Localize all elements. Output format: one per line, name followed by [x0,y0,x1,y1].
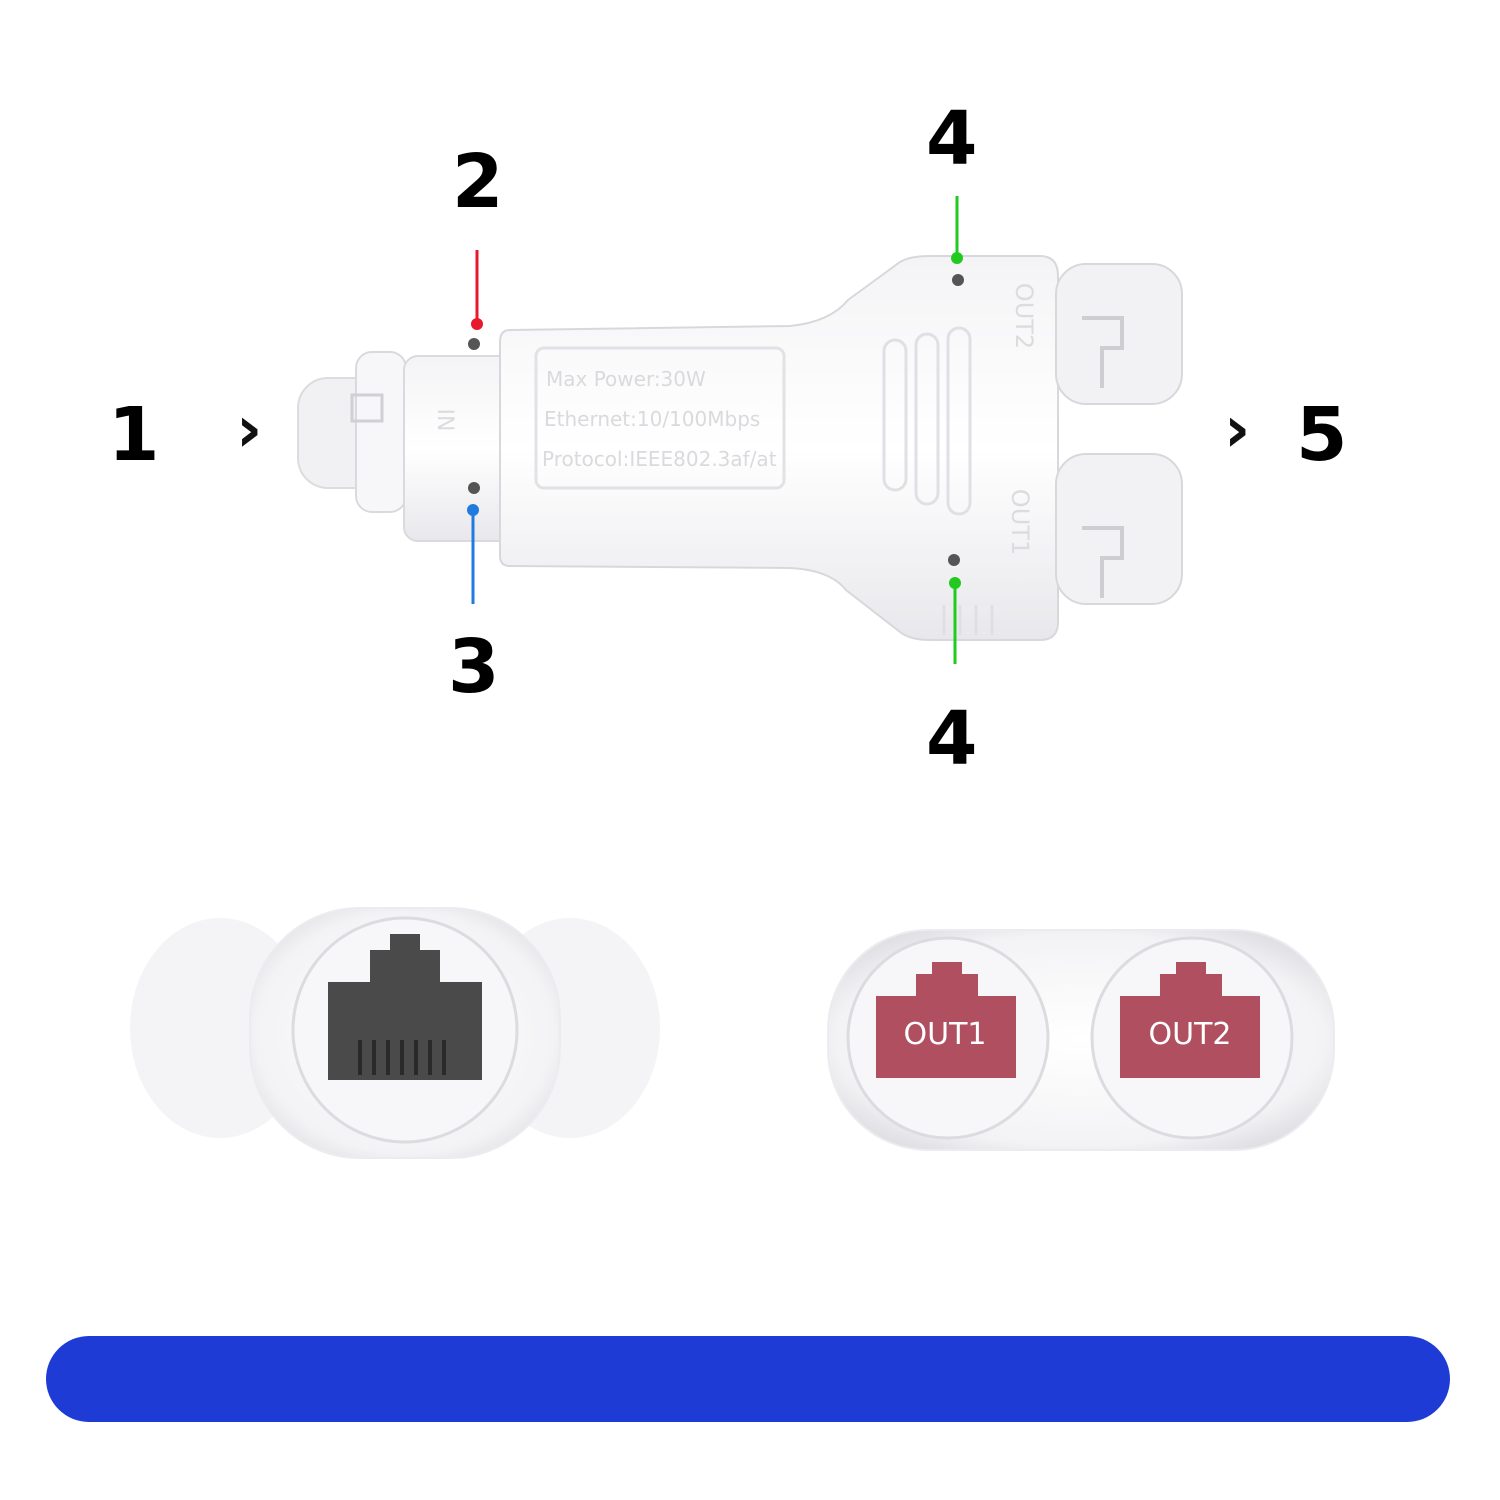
spec-ethernet-text: Ethernet:10/100Mbps [544,407,760,431]
leader-line-4-bottom [949,577,961,664]
output-connector-1 [1055,453,1183,605]
callout-3: 3 [448,624,500,710]
indicator-led-out1 [948,554,960,566]
output-connector-2 [1055,263,1183,405]
callout-2: 2 [452,139,504,225]
input-port-closeup [130,907,660,1159]
callout-4-bottom: 4 [926,696,978,782]
device-body [403,255,1059,641]
device-in-label: IN [432,409,457,432]
bottom-banner-bar [46,1336,1450,1422]
callout-5: 5 [1296,392,1348,478]
indicator-led-lower [468,482,480,494]
spec-protocol-text: Protocol:IEEE802.3af/at [542,447,777,471]
leader-line-3 [467,504,479,604]
port-out2-label: OUT2 [1149,1017,1232,1052]
indicator-led-out2 [952,274,964,286]
leader-line-2 [471,250,483,330]
device-out2-label: OUT2 [1010,283,1038,349]
leader-line-4-top [951,196,963,264]
arrow-right-icon: › [236,393,263,467]
rj45-out2-socket [1120,962,1260,1078]
output-ports-closeup: OUT1 OUT2 [827,929,1335,1151]
port-out1-label: OUT1 [904,1017,987,1052]
input-connector [297,351,417,513]
arrow-right-icon: › [1224,393,1251,467]
callout-1: 1 [108,392,160,478]
indicator-led-upper [468,338,480,350]
device-out1-label: OUT1 [1006,489,1034,555]
rj45-out1-socket [876,962,1016,1078]
spec-power-text: Max Power:30W [546,367,706,391]
callout-4-top: 4 [926,96,978,182]
